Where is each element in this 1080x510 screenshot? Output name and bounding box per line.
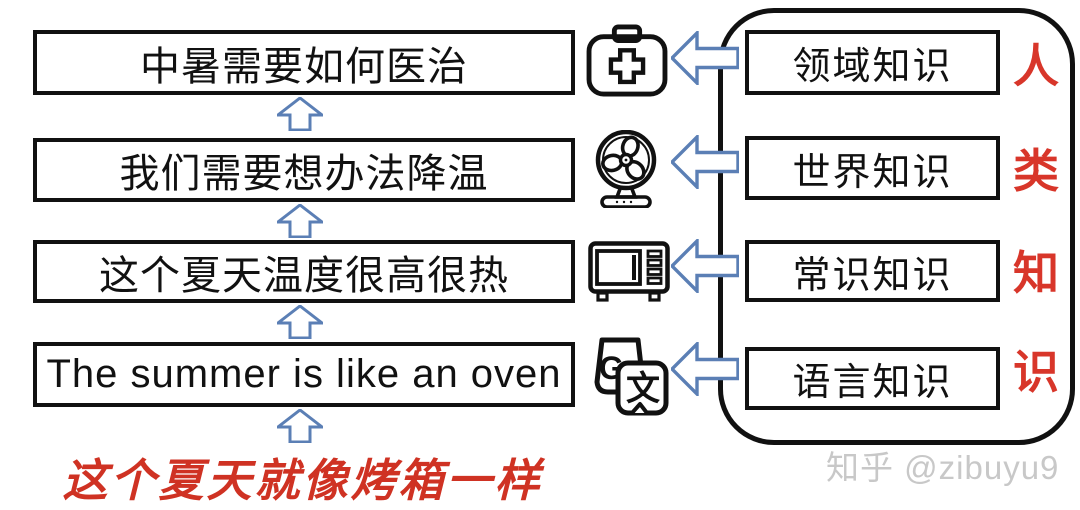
stage-text: 中暑需要如何医治	[140, 44, 468, 89]
stage-text: 这个夏天温度很高很热	[99, 253, 509, 298]
microwave-icon	[588, 241, 670, 302]
up-arrow-icon	[277, 305, 323, 339]
knowledge-box-world: 世界知识	[745, 136, 1000, 200]
stage-box-english-sentence: The summer is like an oven	[33, 342, 575, 407]
up-arrow-icon	[277, 409, 323, 443]
human-knowledge-container	[718, 8, 1075, 445]
stage-box-hot-summer: 这个夏天温度很高很热	[33, 240, 575, 303]
up-arrow-icon	[277, 97, 323, 131]
knowledge-label: 常识知识	[792, 254, 953, 297]
stage-box-treatment: 中暑需要如何医治	[33, 30, 575, 95]
knowledge-box-domain: 领域知识	[745, 30, 1000, 95]
knowledge-label: 领域知识	[792, 46, 953, 88]
knowledge-label: 世界知识	[792, 151, 953, 194]
left-arrow-icon	[671, 342, 739, 396]
stage-box-cool-down: 我们需要想办法降温	[33, 138, 575, 202]
side-label-char: 知	[1013, 247, 1059, 299]
left-arrow-icon	[671, 31, 739, 85]
svg-text:文: 文	[626, 370, 660, 408]
up-arrow-icon	[277, 204, 323, 238]
translate-icon: G 文	[594, 337, 669, 416]
first-aid-kit-icon	[586, 24, 668, 97]
stage-text: 我们需要想办法降温	[119, 152, 489, 196]
watermark: 知乎 @zibuyu9	[826, 449, 1060, 486]
side-label-char: 人	[1013, 39, 1059, 92]
side-label-char: 类	[1013, 145, 1059, 197]
left-arrow-icon	[671, 239, 739, 293]
knowledge-box-language: 语言知识	[745, 347, 1000, 410]
left-arrow-icon	[671, 135, 739, 189]
input-sentence: 这个夏天就像烤箱一样	[62, 454, 543, 507]
fan-icon	[595, 130, 657, 208]
stage-text: The summer is like an oven	[46, 352, 562, 396]
knowledge-box-commonsense: 常识知识	[745, 240, 1000, 302]
knowledge-label: 语言知识	[792, 362, 953, 404]
side-label-char: 识	[1013, 346, 1059, 398]
